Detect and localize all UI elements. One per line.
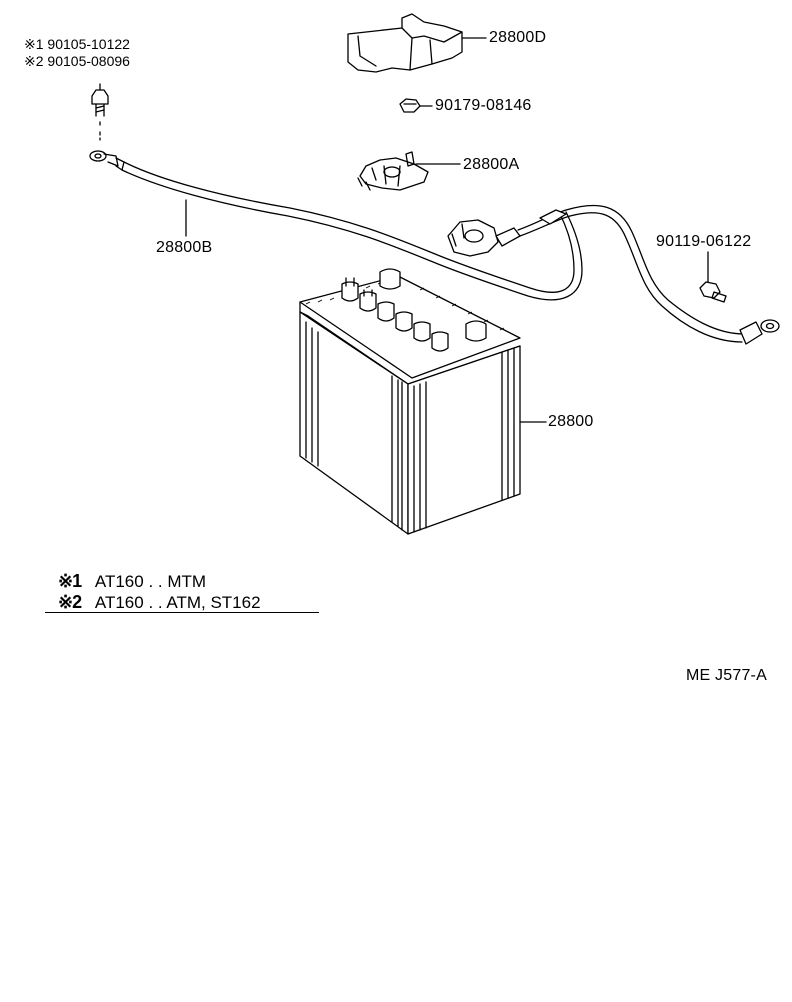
battery xyxy=(299,268,521,535)
variant-1-mark: ※1 xyxy=(24,36,44,52)
nut xyxy=(399,98,421,113)
bolt-variant-2: ※2 90105-08096 xyxy=(24,54,130,68)
right-bolt xyxy=(699,251,727,303)
variant-2-mark: ※2 xyxy=(24,53,44,69)
battery-caps xyxy=(341,268,487,352)
label-battery: 28800 xyxy=(548,413,594,430)
left-bolt xyxy=(91,83,109,141)
reference-code: ME J577-A xyxy=(686,667,767,684)
note-2-text: AT160 . . ATM, ST162 xyxy=(94,593,261,612)
terminal-clamp xyxy=(357,151,429,191)
variant-1-part: 90105-10122 xyxy=(47,36,130,52)
label-terminal-cover: 28800D xyxy=(489,29,547,46)
battery-cable xyxy=(89,150,780,345)
note-2: ※2 AT160 . . ATM, ST162 xyxy=(58,593,261,611)
label-cable: 28800B xyxy=(156,239,213,256)
note-2-mark: ※2 xyxy=(58,592,82,612)
note-1-text: AT160 . . MTM xyxy=(94,572,207,591)
notes-divider xyxy=(45,612,319,613)
terminal-cover xyxy=(347,13,463,73)
label-clamp: 28800A xyxy=(463,156,520,173)
note-1: ※1 AT160 . . MTM xyxy=(58,572,206,590)
label-nut: 90179-08146 xyxy=(435,97,532,114)
variant-2-part: 90105-08096 xyxy=(47,53,130,69)
label-bolt-right: 90119-06122 xyxy=(656,233,752,250)
note-1-mark: ※1 xyxy=(58,571,82,591)
bolt-variant-1: ※1 90105-10122 xyxy=(24,37,130,51)
